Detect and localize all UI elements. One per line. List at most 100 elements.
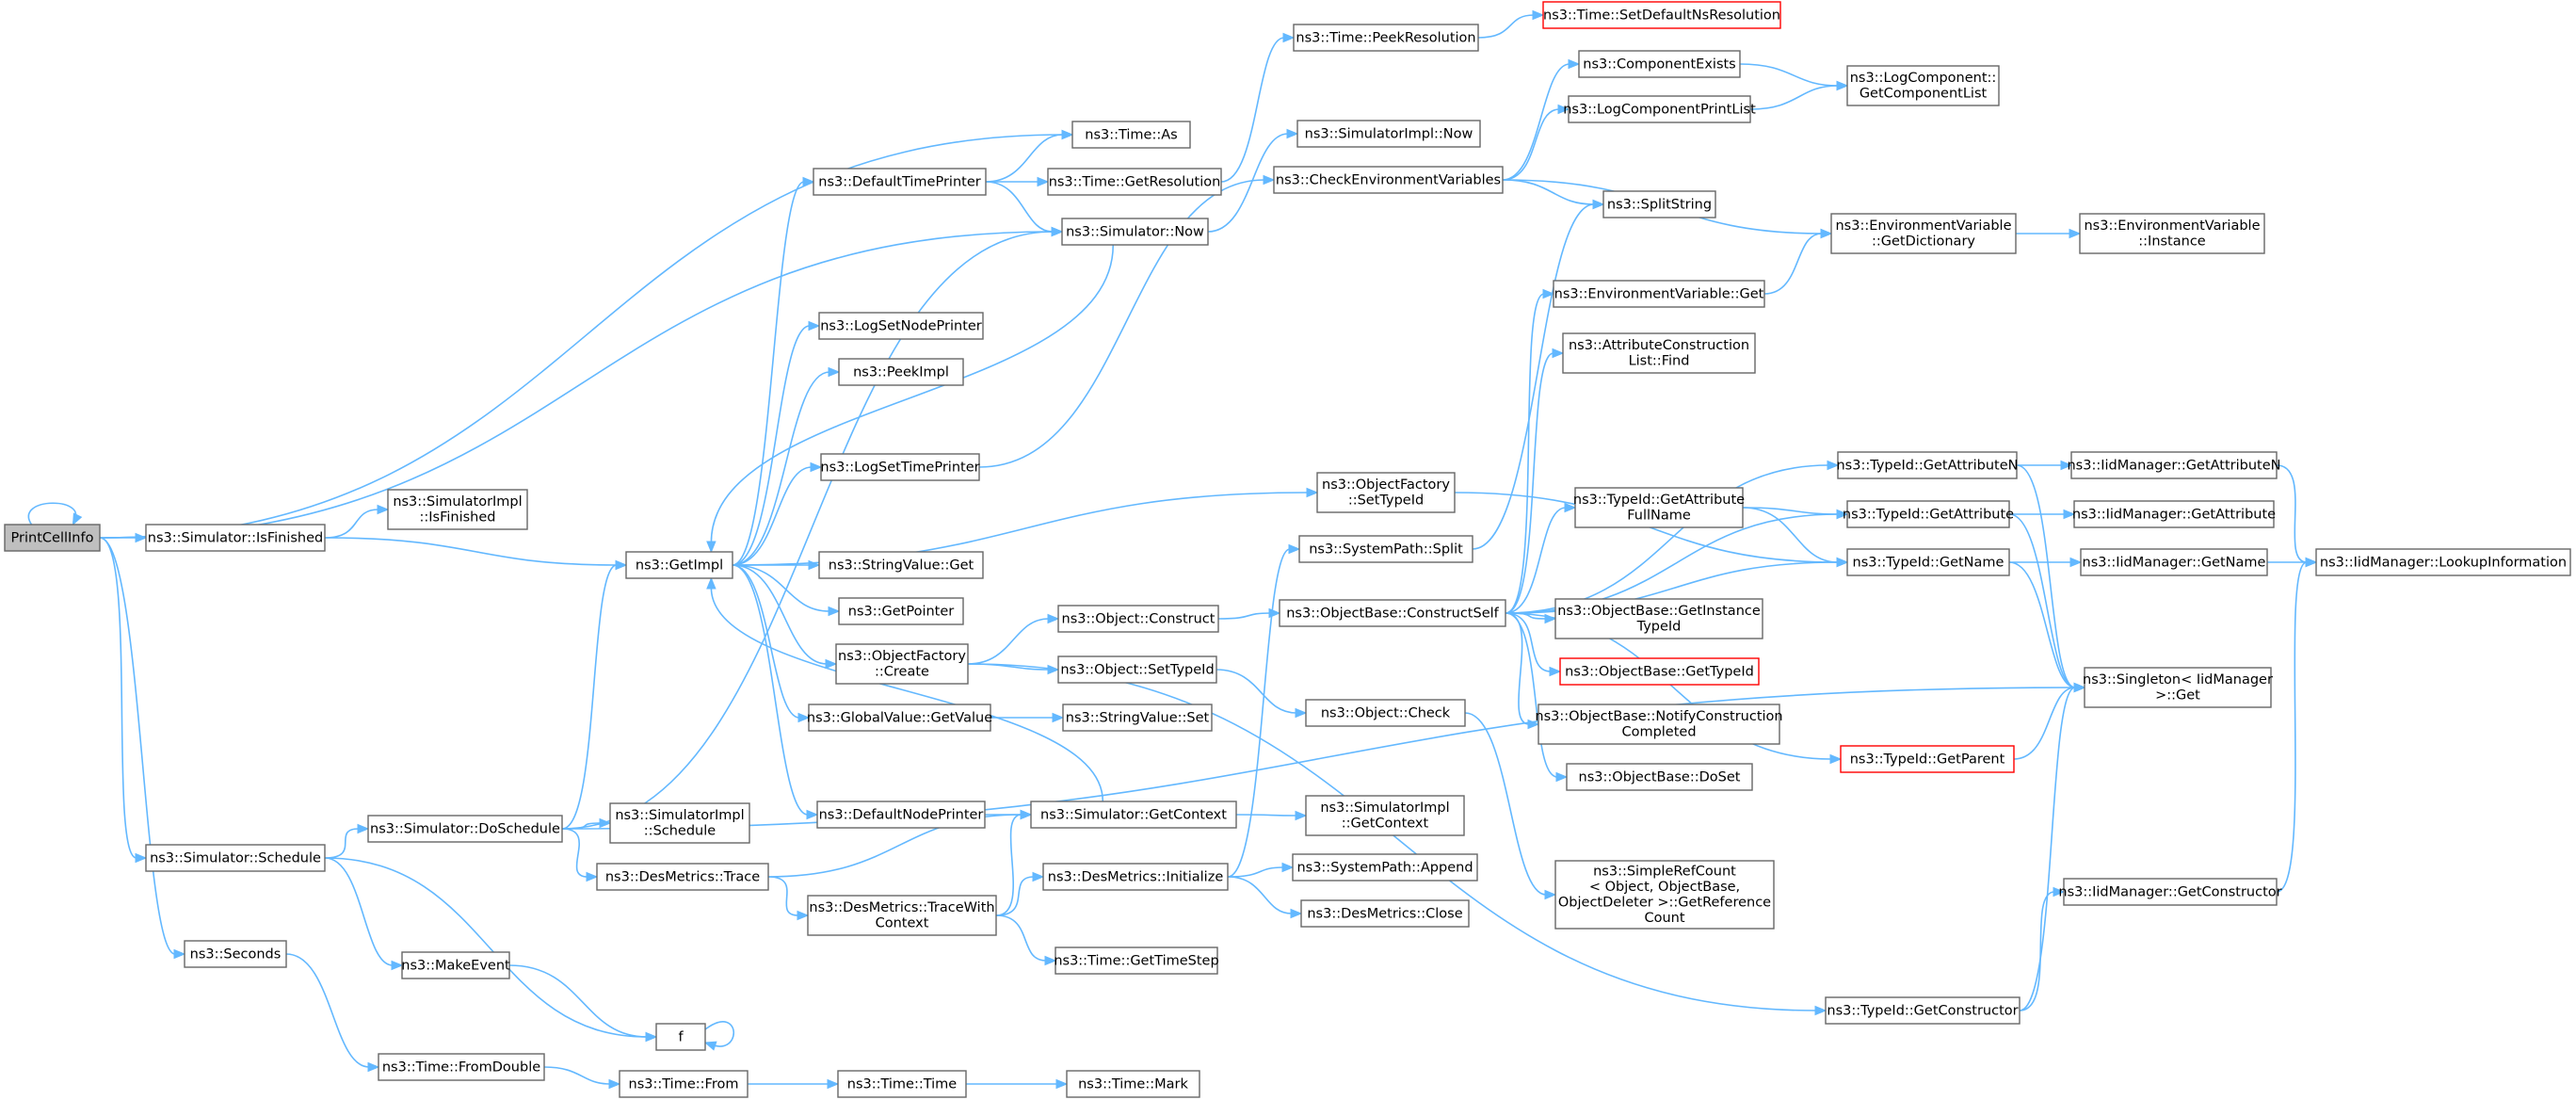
graph-node[interactable]: ns3::SplitString [1602,190,1716,218]
graph-node[interactable]: ns3::LogSetTimePrinter [820,453,980,481]
graph-node[interactable]: ns3::LogSetNodePrinter [818,312,984,340]
graph-node[interactable]: ns3::DesMetrics::Trace [596,863,769,891]
graph-node[interactable]: ns3::TypeId::GetConstructor [1825,996,2021,1025]
graph-node[interactable]: ns3::EnvironmentVariable::GetDictionary [1830,213,2017,254]
graph-edge [1505,612,1562,677]
graph-edge-arrow [1564,502,1577,513]
graph-node[interactable]: ns3::MakeEvent [401,951,510,979]
graph-node[interactable]: ns3::DefaultNodePrinter [816,801,986,829]
graph-node[interactable]: ns3::GetPointer [838,597,964,625]
graph-edge-arrow [797,712,811,723]
graph-node[interactable]: ns3::Seconds [184,940,287,968]
graph-node[interactable]: ns3::TypeId::GetAttributeN [1836,451,2019,479]
graph-node[interactable]: ns3::Time::From [619,1070,749,1098]
graph-node-label: ns3::DesMetrics::Close [1307,906,1462,921]
graph-node[interactable]: ns3::LogComponentPrintList [1563,95,1756,123]
graph-node-box [401,951,510,979]
graph-node[interactable]: ns3::IidManager::LookupInformation [2315,548,2571,576]
graph-edge [2016,228,2082,239]
graph-node[interactable]: ns3::StringValue::Set [1062,704,1213,732]
graph-node-label: ns3::Time::As [1085,127,1177,142]
graph-node[interactable]: ns3::GetImpl [625,551,733,579]
graph-node[interactable]: ns3::Singleton< IidManager>::Get [2083,667,2273,708]
graph-node[interactable]: ns3::Simulator::Schedule [145,844,326,872]
graph-node[interactable]: ns3::DesMetrics::Close [1300,899,1470,928]
graph-node-label: List::Find [1629,354,1690,369]
graph-node-box [1846,548,2010,576]
graph-edge-line [1227,866,1284,878]
graph-node[interactable]: ns3::Simulator::IsFinished [145,524,326,552]
graph-edge-line [732,564,828,665]
graph-node[interactable]: ns3::Time::GetTimeStep [1054,946,1219,975]
graph-node[interactable]: ns3::DefaultTimePrinter [813,168,987,196]
graph-node-box [2063,878,2278,906]
graph-edge-arrow [1290,908,1303,919]
graph-node[interactable]: ns3::ObjectBase::NotifyConstructionCompl… [1535,704,1783,745]
graph-node[interactable]: ns3::SimulatorImpl::Now [1296,120,1481,148]
graph-edge [2019,682,2086,1011]
graph-node[interactable]: ns3::EnvironmentVariable::Get [1553,280,1765,308]
graph-edge [1505,460,1840,614]
graph-node[interactable]: ns3::Object::SetTypeId [1057,655,1217,684]
graph-edge [2276,557,2318,893]
graph-node-box [1298,535,1473,563]
graph-node[interactable]: ns3::Time::PeekResolution [1293,24,1479,52]
graph-node[interactable]: ns3::TypeId::GetName [1846,548,2010,576]
graph-edge [706,244,1115,554]
graph-edge-arrow [2060,460,2073,471]
graph-node[interactable]: ns3::ComponentExists [1578,50,1741,78]
graph-node[interactable]: ns3::IidManager::GetAttribute [2072,500,2276,528]
graph-node[interactable]: ns3::TypeId::GetAttribute [1843,500,2014,528]
graph-node[interactable]: PrintCellInfo [4,524,101,552]
graph-node[interactable]: f [655,1023,706,1051]
graph-edge-arrow [1281,862,1295,873]
graph-node[interactable]: ns3::StringValue::Get [818,551,984,579]
graph-node[interactable]: ns3::ObjectFactory::SetTypeId [1316,472,1456,513]
graph-node-box [1279,599,1506,627]
graph-node[interactable]: ns3::SimulatorImpl::IsFinished [387,489,528,530]
graph-node[interactable]: ns3::SystemPath::Split [1298,535,1473,563]
graph-node[interactable]: ns3::Object::Check [1305,699,1466,727]
graph-edge-line [2276,561,2308,893]
graph-node[interactable]: ns3::PeekImpl [838,358,964,386]
graph-node[interactable]: ns3::Time::Mark [1066,1070,1200,1098]
graph-node-label: ns3::ObjectFactory [838,649,966,664]
graph-node[interactable]: ns3::Simulator::Now [1061,218,1209,246]
graph-edge-line [767,876,799,916]
graph-node[interactable]: ns3::ObjectBase::DoSet [1566,763,1753,791]
graph-node[interactable]: ns3::Time::SetDefaultNsResolution [1542,1,1781,29]
graph-node[interactable]: ns3::GlobalValue::GetValue [807,704,992,732]
graph-node[interactable]: ns3::EnvironmentVariable::Instance [2079,213,2265,254]
graph-edge [732,559,821,571]
graph-node[interactable]: ns3::Time::FromDouble [378,1053,545,1081]
graph-node[interactable]: ns3::SimpleRefCount< Object, ObjectBase,… [1554,860,1775,930]
graph-node[interactable]: ns3::Simulator::GetContext [1030,801,1237,829]
graph-node[interactable]: ns3::ObjectFactory::Create [835,643,969,685]
graph-node[interactable]: ns3::LogComponent::GetComponentList [1846,65,2000,106]
graph-node[interactable]: ns3::IidManager::GetAttributeN [2067,451,2281,479]
graph-node[interactable]: ns3::IidManager::GetName [2080,548,2268,576]
graph-edge [2008,513,2086,693]
graph-node[interactable]: ns3::DesMetrics::Initialize [1042,863,1229,891]
graph-node[interactable]: ns3::SystemPath::Append [1292,853,1478,882]
graph-node[interactable]: ns3::ObjectBase::GetTypeId [1559,657,1760,686]
graph-node[interactable]: ns3::SimulatorImpl::GetContext [1305,795,1465,836]
graph-node[interactable]: ns3::IidManager::GetConstructor [2058,878,2282,906]
graph-node[interactable]: ns3::Simulator::DoSchedule [367,815,563,843]
graph-node-box [1602,190,1716,218]
graph-node[interactable]: ns3::Time::Time [837,1070,967,1098]
graph-node[interactable]: ns3::TypeId::GetParent [1840,745,2015,773]
graph-node[interactable]: ns3::Time::As [1071,121,1191,149]
graph-node[interactable]: ns3::SimulatorImpl::Schedule [609,802,750,844]
graph-edge [703,1021,734,1051]
graph-node[interactable]: ns3::ObjectBase::ConstructSelf [1279,599,1506,627]
graph-node[interactable]: ns3::CheckEnvironmentVariables [1273,166,1504,194]
graph-node[interactable]: ns3::Time::GetResolution [1047,168,1222,196]
graph-node-label: ns3::Time::SetDefaultNsResolution [1543,8,1780,23]
graph-node[interactable]: ns3::Object::Construct [1057,605,1219,633]
graph-edge-arrow [367,1061,380,1073]
